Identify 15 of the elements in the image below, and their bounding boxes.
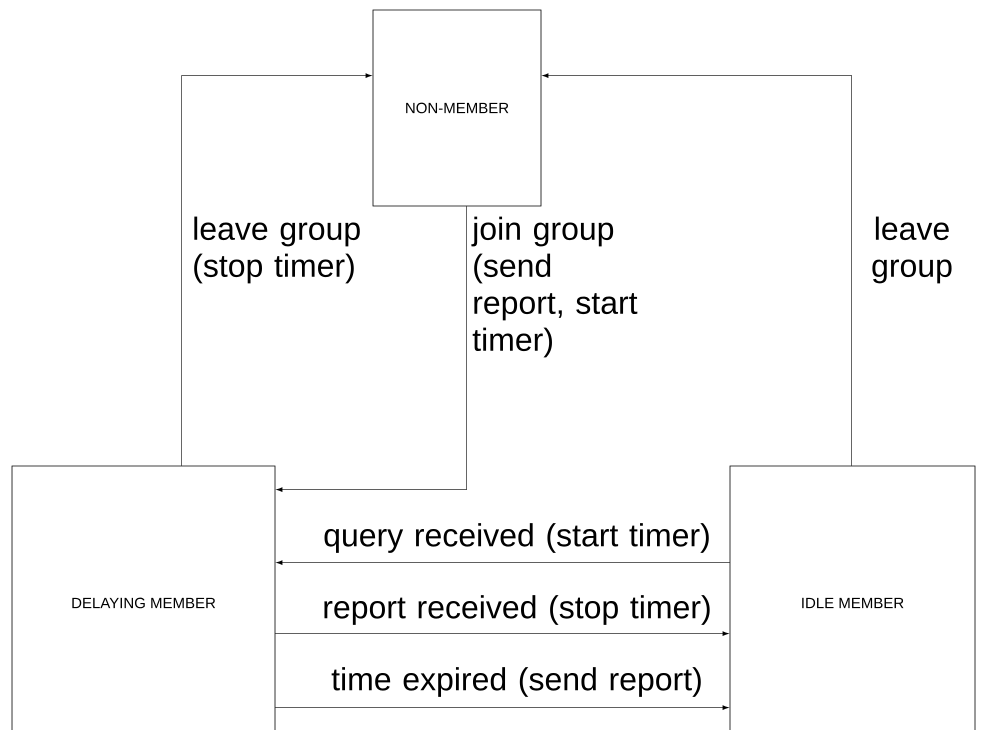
edge-label: report received (stop timer): [324, 595, 710, 625]
arrow: [276, 206, 467, 492]
edge-label: join group (send report, start timer): [471, 216, 638, 358]
arrow: [181, 73, 372, 466]
arrow: [275, 705, 729, 710]
edge-label: leave group: [872, 216, 952, 284]
state-box: IDLE MEMBER: [730, 466, 976, 730]
edge-label: leave group (stop timer): [194, 216, 360, 284]
arrow: [276, 560, 730, 565]
arrow: [275, 631, 729, 636]
edge-label: query received (start timer): [324, 523, 709, 553]
state-box: NON-MEMBER: [372, 10, 542, 206]
arrow: [542, 73, 852, 466]
edge-label: time expired (send report): [332, 667, 701, 697]
state-box: DELAYING MEMBER: [12, 466, 276, 730]
